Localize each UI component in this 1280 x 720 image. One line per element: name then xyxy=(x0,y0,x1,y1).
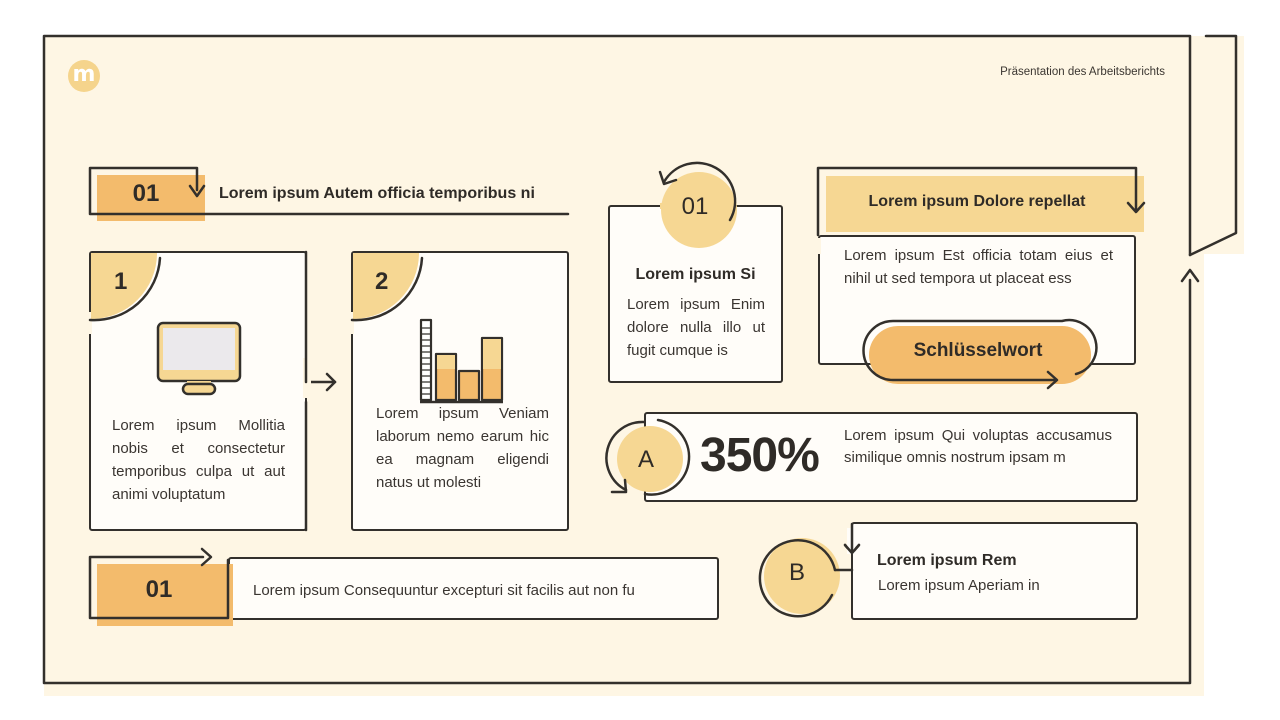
stat-text: Lorem ipsum Qui voluptas accusamus simil… xyxy=(844,427,1112,466)
section-title: Lorem ipsum Autem officia temporibus ni xyxy=(219,185,535,202)
step-2-arc xyxy=(350,256,424,322)
keyword-header xyxy=(826,176,1144,232)
bottom-section-number: 01 xyxy=(145,576,173,603)
stat-card xyxy=(644,412,1138,502)
card-gap xyxy=(84,312,92,334)
step-1-arc xyxy=(88,256,162,322)
stat-badge-letter: A xyxy=(637,446,654,473)
keyword-button-fill xyxy=(869,326,1091,384)
note-title: Lorem ipsum Rem xyxy=(877,552,1017,569)
step-2-text: Lorem ipsum Veniam laborum nemo earum hi… xyxy=(376,405,549,491)
bottom-section-text: Lorem ipsum Consequuntur excepturi sit f… xyxy=(253,582,635,599)
step-1-text: Lorem ipsum Mollitia nobis et consectetu… xyxy=(112,417,285,503)
card-gap xyxy=(813,238,821,254)
logo: m xyxy=(68,60,100,92)
stat-cycle-icon xyxy=(605,418,691,496)
arrow-right-icon xyxy=(305,372,337,392)
note-text: Lorem ipsum Aperiam in xyxy=(878,577,1040,594)
card-gap xyxy=(346,312,354,334)
note-arrow-icon xyxy=(843,522,861,555)
section-number: 01 xyxy=(132,180,160,207)
cycle-text: Lorem ipsum Enim dolore nulla illo ut fu… xyxy=(627,296,765,359)
cycle-number: 01 xyxy=(681,193,709,220)
bar-chart-icon xyxy=(419,318,504,404)
keyword-text: Lorem ipsum Est officia totam eius et ni… xyxy=(844,247,1113,287)
step-1-right-border xyxy=(304,250,308,532)
bottom-number-tag xyxy=(97,564,233,626)
cycle-badge xyxy=(661,172,737,248)
note-badge-letter: B xyxy=(788,559,805,586)
cycle-arrow-icon xyxy=(658,161,737,222)
stat-value: 350% xyxy=(700,429,820,482)
presentation-title: Präsentation des Arbeitsberichts xyxy=(1000,66,1165,78)
stat-badge xyxy=(617,426,683,492)
cycle-title: Lorem ipsum Si xyxy=(635,266,756,283)
step-2-number: 2 xyxy=(375,268,389,295)
keyword-title: Lorem ipsum Dolore repellat xyxy=(868,193,1086,210)
monitor-icon xyxy=(156,321,242,396)
step-1-number: 1 xyxy=(114,268,128,295)
badge-fill xyxy=(660,203,732,209)
keyword-button[interactable]: Schlüsselwort xyxy=(913,340,1043,361)
note-card xyxy=(851,522,1138,620)
